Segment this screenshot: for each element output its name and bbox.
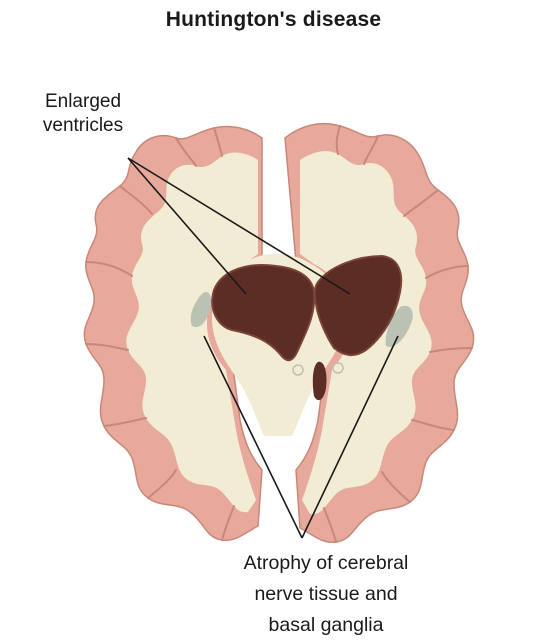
enlarged-ventricles-label-line: ventricles [8, 114, 158, 138]
atrophy-label-line: nerve tissue and [196, 579, 456, 610]
interventricular-dot [293, 365, 303, 375]
enlarged-ventricles-label: Enlarged ventricles [8, 90, 158, 138]
enlarged-ventricles-label-line: Enlarged [8, 90, 158, 114]
interventricular-dot [333, 363, 343, 373]
atrophy-label: Atrophy of cerebral nerve tissue and bas… [196, 548, 456, 641]
atrophy-label-line: basal ganglia [196, 610, 456, 641]
atrophy-label-line: Atrophy of cerebral [196, 548, 456, 579]
